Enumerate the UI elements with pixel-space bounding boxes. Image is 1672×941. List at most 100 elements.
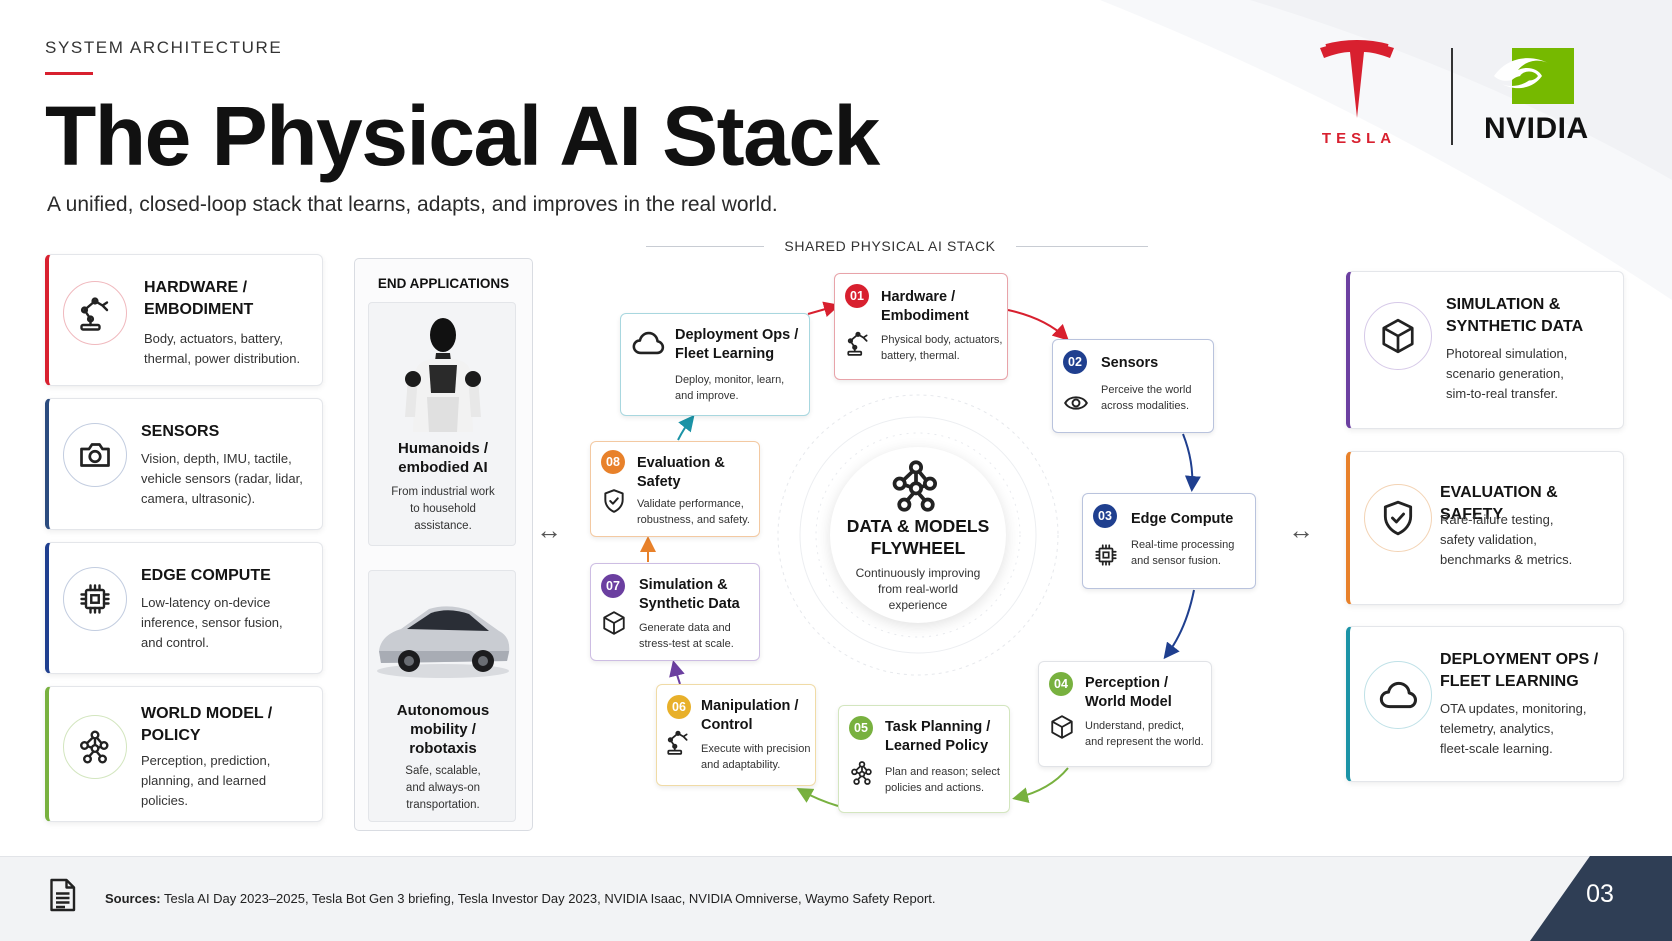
- node-desc-line: Physical body, actuators,: [881, 334, 1003, 346]
- card-title: HARDWARE / EMBODIMENT: [144, 277, 253, 321]
- page-number: 03: [1586, 880, 1614, 908]
- flywheel-node-deployment[interactable]: Deployment Ops / Fleet Learning Deploy, …: [620, 313, 810, 416]
- page-number-shape: [1530, 856, 1672, 941]
- tesla-wordmark: TESLA: [1321, 130, 1397, 147]
- node-title: Evaluation & Safety: [637, 454, 725, 492]
- flywheel-node-02[interactable]: 02 Sensors Perceive the world across mod…: [1052, 339, 1214, 433]
- end-applications-title: END APPLICATIONS: [377, 276, 510, 291]
- document-icon: [50, 878, 76, 912]
- node-description: Physical body, actuators, battery, therm…: [881, 332, 1002, 364]
- app-desc-line: to household: [410, 503, 476, 515]
- flywheel-node-03[interactable]: 03 Edge Compute Real-time processing and…: [1082, 493, 1256, 589]
- sources-text: Tesla AI Day 2023–2025, Tesla Bot Gen 3 …: [164, 891, 936, 906]
- eyebrow-label: SYSTEM ARCHITECTURE: [45, 38, 283, 57]
- left-card-sensors[interactable]: SENSORS Vision, depth, IMU, tactile, veh…: [45, 398, 323, 530]
- flywheel-node-04[interactable]: 04 Perception / World Model Understand, …: [1038, 661, 1212, 767]
- shared-stack-label: SHARED PHYSICAL AI STACK: [784, 238, 996, 254]
- chip-icon: [1095, 544, 1117, 566]
- flywheel-node-07[interactable]: 07 Simulation & Synthetic Data Generate …: [590, 563, 760, 661]
- node-description: Understand, predict, and represent the w…: [1085, 718, 1204, 750]
- node-description: Plan and reason; select policies and act…: [885, 764, 1000, 796]
- app-tile-humanoids[interactable]: Humanoids / embodied AI From industrial …: [368, 302, 516, 546]
- card-desc-line: and control.: [141, 635, 209, 650]
- center-title-line: FLYWHEEL: [870, 538, 966, 558]
- shield-icon: [1383, 500, 1413, 536]
- node-badge: 06: [667, 695, 691, 719]
- node-desc-line: and improve.: [675, 390, 739, 402]
- node-title: Perception / World Model: [1085, 674, 1172, 712]
- left-card-edge-compute[interactable]: EDGE COMPUTE Low-latency on-device infer…: [45, 542, 323, 674]
- card-title-line: EMBODIMENT: [144, 301, 254, 318]
- cube-icon: [1382, 318, 1414, 354]
- card-title-line: SENSORS: [141, 423, 220, 440]
- icon-circle: [63, 423, 127, 487]
- left-card-world-model[interactable]: WORLD MODEL / POLICY Perception, predict…: [45, 686, 323, 822]
- card-title: EDGE COMPUTE: [141, 565, 271, 587]
- node-title-line: Hardware /: [881, 289, 956, 305]
- left-card-hardware[interactable]: HARDWARE / EMBODIMENT Body, actuators, b…: [45, 254, 323, 386]
- node-description: Validate performance, robustness, and sa…: [637, 496, 750, 528]
- card-title-line: FLEET LEARNING: [1440, 673, 1579, 690]
- center-title-line: DATA & MODELS: [846, 516, 990, 536]
- card-title-line: HARDWARE /: [144, 279, 248, 296]
- card-title: WORLD MODEL / POLICY: [141, 703, 272, 747]
- right-card-evaluation[interactable]: EVALUATION & SAFETY Rare-failure testing…: [1346, 451, 1624, 605]
- card-title-line: SIMULATION &: [1446, 296, 1561, 313]
- shared-label-line-right: [1016, 246, 1148, 247]
- robotaxi-car-image: [377, 606, 510, 678]
- center-desc-line: Continuously improving: [855, 566, 981, 580]
- center-desc-line: experience: [888, 598, 948, 612]
- card-desc-line: telemetry, analytics,: [1440, 721, 1554, 736]
- card-desc-line: Vision, depth, IMU, tactile,: [141, 451, 292, 466]
- network-icon: [851, 761, 872, 785]
- node-title: Sensors: [1101, 354, 1158, 373]
- eye-icon: [1064, 396, 1088, 410]
- node-title-line: Deployment Ops /: [675, 327, 799, 343]
- card-desc-line: Body, actuators, battery,: [144, 331, 283, 346]
- app-desc-line: assistance.: [414, 520, 472, 532]
- node-title: Simulation & Synthetic Data: [639, 576, 740, 614]
- node-desc-line: and adaptability.: [701, 759, 781, 771]
- page-subtitle: A unified, closed-loop stack that learns…: [47, 193, 778, 216]
- card-desc-line: thermal, power distribution.: [144, 351, 301, 366]
- flywheel-node-08[interactable]: 08 Evaluation & Safety Validate performa…: [590, 441, 760, 537]
- node-title-line: Sensors: [1101, 355, 1159, 371]
- card-title: SIMULATION & SYNTHETIC DATA: [1446, 294, 1583, 338]
- node-description: Generate data and stress-test at scale.: [639, 620, 734, 652]
- card-description: Perception, prediction, planning, and le…: [141, 751, 270, 811]
- node-badge: 07: [601, 574, 625, 598]
- cloud-icon: [1379, 681, 1417, 709]
- card-title-line: EDGE COMPUTE: [141, 567, 271, 584]
- flywheel-node-06[interactable]: 06 Manipulation / Control Execute with p…: [656, 684, 816, 786]
- app-desc-line: Safe, scalable,: [405, 765, 481, 777]
- node-desc-line: Validate performance,: [637, 498, 744, 510]
- app-title-line: embodied AI: [398, 459, 488, 476]
- node-title: Hardware / Embodiment: [881, 288, 969, 326]
- node-title-line: Control: [701, 717, 753, 733]
- icon-circle: [1364, 484, 1432, 552]
- right-card-simulation[interactable]: SIMULATION & SYNTHETIC DATA Photoreal si…: [1346, 271, 1624, 429]
- app-title-line: robotaxis: [409, 740, 477, 757]
- icon-circle: [1364, 661, 1432, 729]
- right-card-deployment[interactable]: DEPLOYMENT OPS / FLEET LEARNING OTA upda…: [1346, 626, 1624, 782]
- flywheel-center-title: DATA & MODELS FLYWHEEL: [830, 515, 1006, 559]
- card-desc-line: scenario generation,: [1446, 366, 1564, 381]
- node-desc-line: across modalities.: [1101, 400, 1190, 412]
- cube-icon: [603, 611, 625, 635]
- flywheel-node-05[interactable]: 05 Task Planning / Learned Policy Plan a…: [838, 705, 1010, 813]
- card-desc-line: planning, and learned: [141, 773, 267, 788]
- cube-icon: [1051, 715, 1073, 739]
- card-description: OTA updates, monitoring, telemetry, anal…: [1440, 699, 1586, 759]
- node-description: Deploy, monitor, learn, and improve.: [675, 372, 784, 404]
- icon-circle: [63, 281, 127, 345]
- node-title-line: Evaluation &: [637, 455, 725, 471]
- app-tile-robotaxis[interactable]: Autonomous mobility / robotaxis Safe, sc…: [368, 570, 516, 822]
- right-connector-arrow: ↔: [1288, 515, 1314, 545]
- node-title: Deployment Ops / Fleet Learning: [675, 326, 798, 364]
- flywheel-node-01[interactable]: 01 Hardware / Embodiment Physical body, …: [834, 273, 1008, 380]
- icon-circle: [63, 715, 127, 779]
- nvidia-logo-icon: [1494, 48, 1574, 104]
- card-desc-line: fleet-scale learning.: [1440, 741, 1553, 756]
- node-desc-line: Perceive the world: [1101, 384, 1192, 396]
